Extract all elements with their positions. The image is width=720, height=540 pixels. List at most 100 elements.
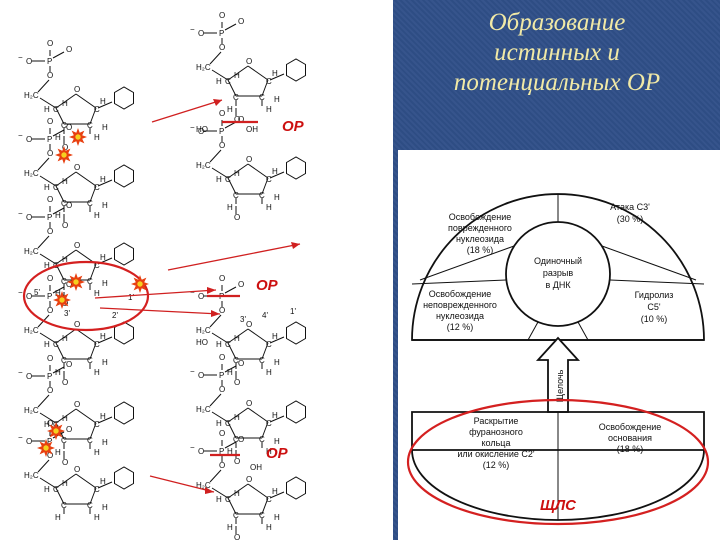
bond	[261, 342, 269, 360]
furanose-5: (12 %)	[483, 460, 510, 470]
alkali-arrow-label: Щелочь	[555, 369, 565, 402]
atom-label: 3'	[240, 315, 246, 324]
atom-label: H	[94, 513, 100, 522]
bond	[224, 23, 237, 31]
bond	[97, 336, 113, 344]
atom-label: H	[94, 368, 100, 377]
atom-label: 1'	[128, 293, 134, 302]
bond	[211, 332, 229, 344]
atom-label: C	[225, 495, 231, 504]
attack-c3-2: (30 %)	[617, 214, 644, 224]
atom-label: H	[102, 123, 108, 132]
or-label-1: ОР	[282, 118, 305, 135]
atom-label: O	[47, 306, 53, 315]
release-undamaged-1: Освобождение	[429, 289, 492, 299]
atom-label: H	[274, 513, 280, 522]
atom-label: H	[272, 167, 278, 176]
release-damaged-1: Освобождение	[449, 212, 512, 222]
damage-star-icon	[131, 275, 149, 293]
atom-label: H	[100, 175, 106, 184]
bond	[39, 97, 57, 109]
atom-label: O	[47, 71, 53, 80]
h2c-label: H₂C	[24, 247, 39, 256]
atom-label: C	[225, 340, 231, 349]
bond	[247, 65, 269, 81]
atom-label: C	[266, 495, 272, 504]
oxygen-label: O	[26, 213, 32, 222]
atom-label: O	[238, 17, 244, 26]
atom-label: C	[61, 121, 67, 130]
bond	[269, 73, 285, 81]
bond	[97, 481, 113, 489]
atom-label: H	[62, 414, 68, 423]
phosphorus-label: P	[47, 213, 52, 222]
phosphorus-label: P	[219, 447, 224, 456]
atom-label: HO	[196, 125, 208, 134]
atom-label: C	[53, 340, 59, 349]
furanose-2: фуранозного	[469, 427, 523, 437]
atom-label: C	[259, 511, 265, 520]
atom-label: O	[47, 117, 53, 126]
atom-label: O	[219, 429, 225, 438]
h2c-label: H₂C	[196, 405, 211, 414]
oxygen-label: O	[26, 57, 32, 66]
atom-label: H	[102, 358, 108, 367]
base-ring-icon	[286, 400, 306, 424]
arrow-5	[149, 475, 215, 493]
atom-label: O	[74, 241, 80, 250]
bond	[37, 235, 50, 249]
damage-star-icon	[53, 291, 71, 309]
attack-c3-1: Атака С3'	[610, 202, 650, 212]
bond	[55, 328, 77, 344]
bond	[37, 79, 50, 93]
atom-label: H	[216, 175, 222, 184]
atom-label: O	[238, 280, 244, 289]
spoke-left-low	[411, 279, 507, 285]
bond	[97, 179, 113, 187]
atom-label: −	[18, 433, 23, 442]
atom-label: 1'	[290, 307, 296, 316]
base-ring-icon	[114, 401, 134, 425]
atom-label: H	[266, 368, 272, 377]
shlz-ellipse	[406, 398, 710, 526]
atom-label: 4'	[262, 311, 268, 320]
h2c-label: H₂C	[196, 63, 211, 72]
arrow-4	[99, 307, 221, 315]
bond	[227, 421, 237, 439]
bond	[97, 416, 113, 424]
atom-label: H	[227, 447, 233, 456]
atom-label: C	[61, 501, 67, 510]
atom-label: O	[246, 320, 252, 329]
bond	[55, 342, 65, 360]
atom-label: O	[66, 360, 72, 369]
atom-label: H	[216, 419, 222, 428]
atom-label: O	[74, 85, 80, 94]
release-damaged-2: поврежденного	[448, 223, 512, 233]
atom-label: C	[94, 420, 100, 429]
bond	[89, 185, 97, 203]
atom-label: H	[274, 193, 280, 202]
atom-label: C	[259, 93, 265, 102]
atom-label: H	[94, 289, 100, 298]
atom-label: −	[190, 123, 195, 132]
atom-label: O	[66, 280, 72, 289]
phosphorus-label: P	[219, 29, 224, 38]
bond	[227, 407, 249, 423]
bond	[39, 253, 57, 265]
oxygen-label: O	[26, 437, 32, 446]
bond	[211, 411, 229, 423]
oxygen-label: O	[198, 371, 204, 380]
highlight-circle	[22, 260, 150, 332]
phosphorus-label: P	[47, 57, 52, 66]
atom-label: O	[66, 425, 72, 434]
atom-label: C	[87, 356, 93, 365]
atom-label: H	[55, 368, 61, 377]
phosphorus-label: P	[219, 371, 224, 380]
atom-label: O	[47, 451, 53, 460]
atom-label: H	[102, 279, 108, 288]
bond	[37, 394, 50, 408]
atom-label: O	[47, 386, 53, 395]
atom-label: O	[234, 457, 240, 466]
